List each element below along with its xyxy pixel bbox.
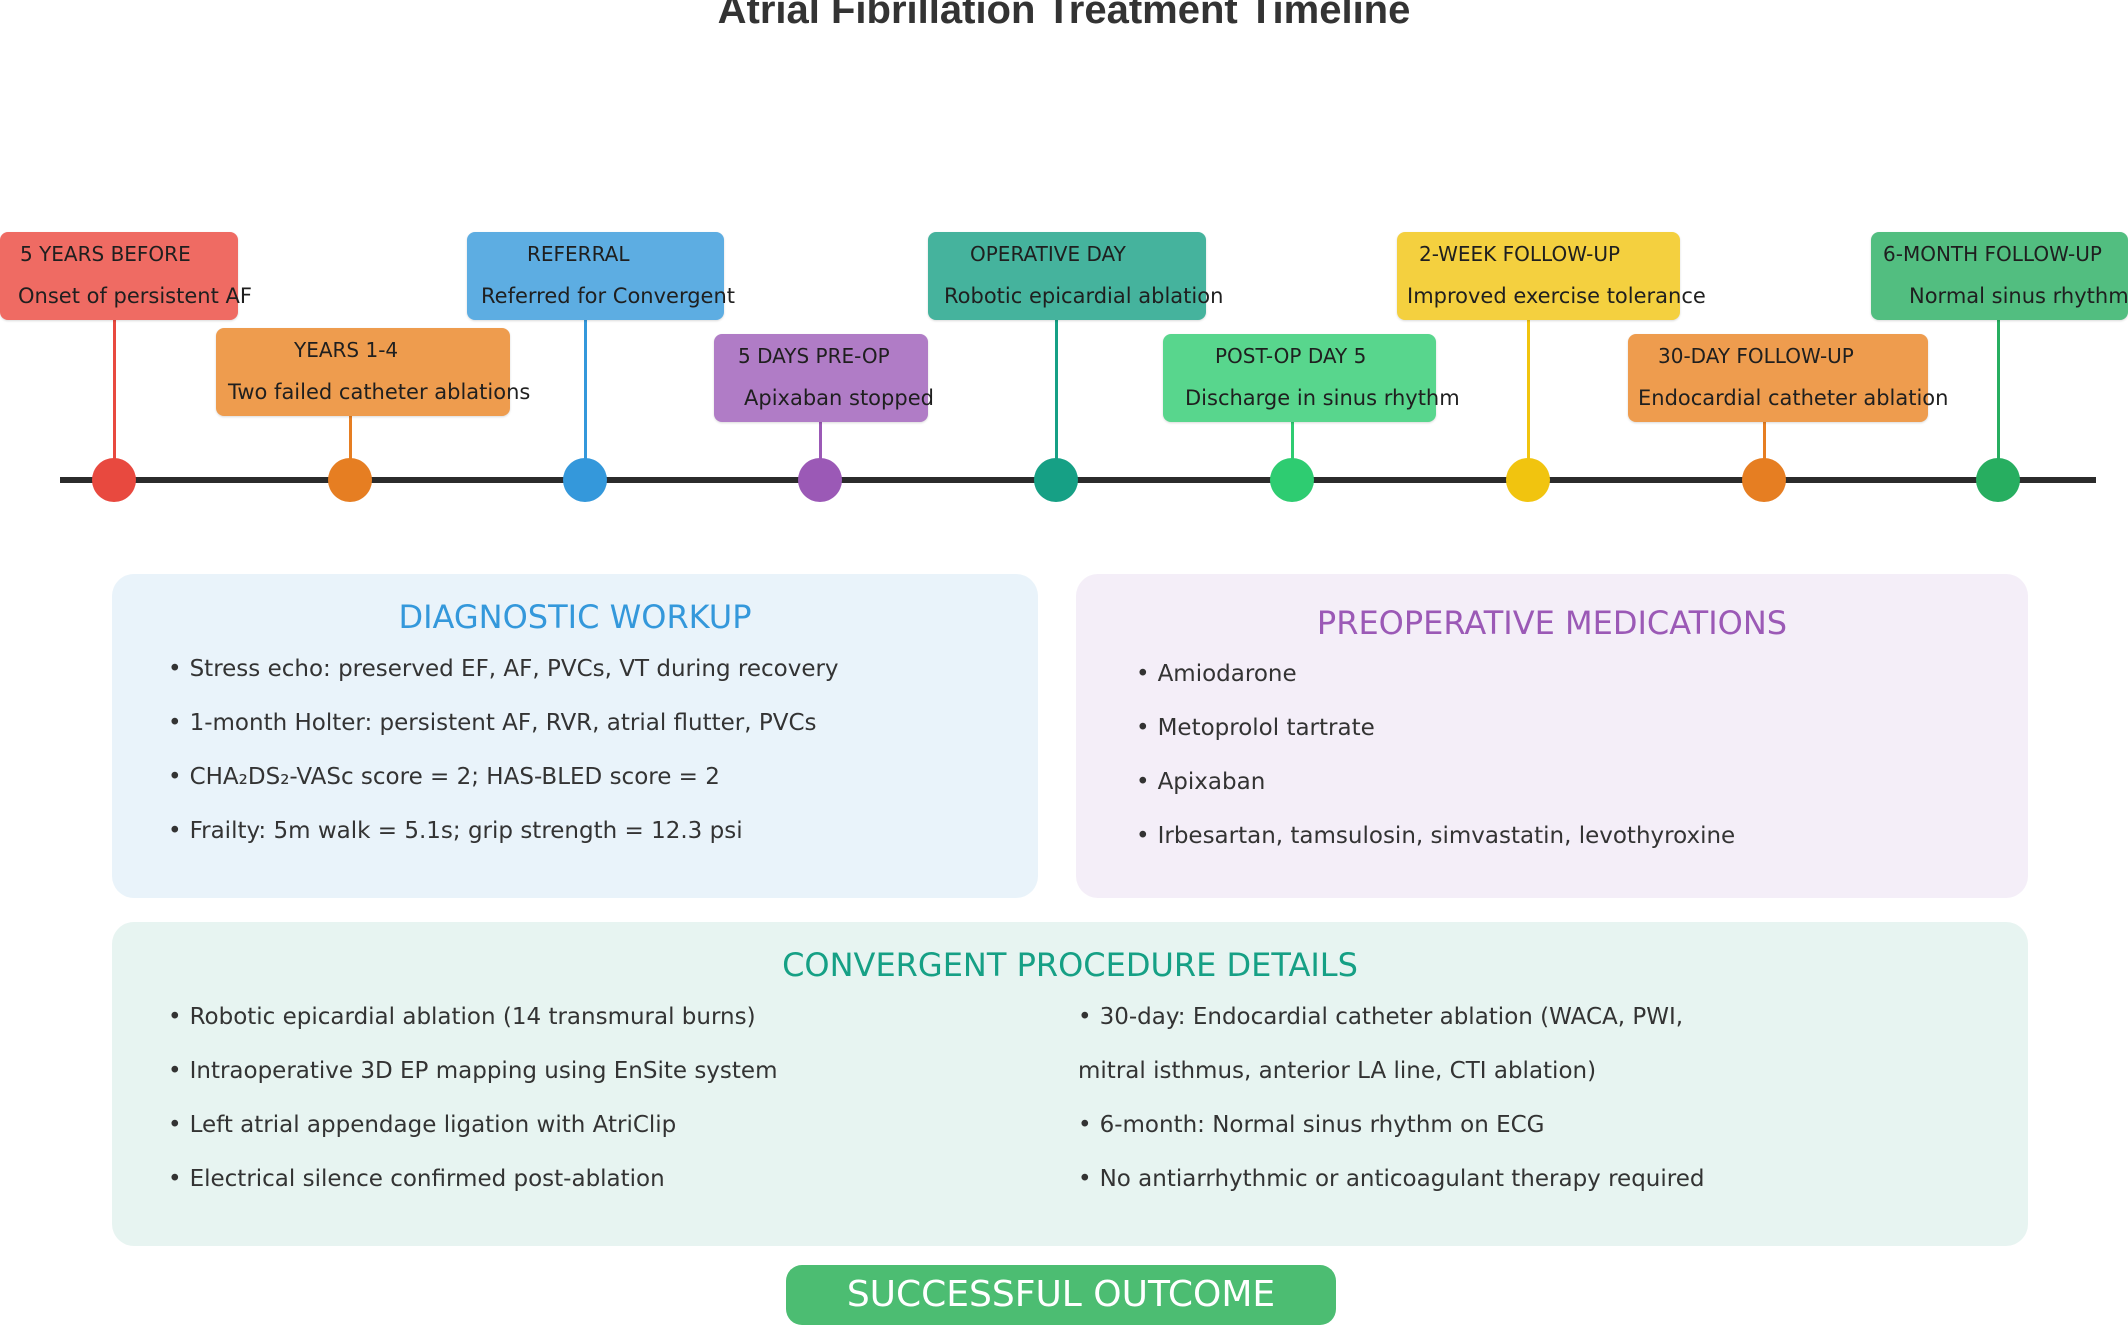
- list-item: •1-month Holter: persistent AF, RVR, atr…: [168, 710, 817, 736]
- procedure-right-list: •30-day: Endocardial catheter ablation (…: [1078, 1002, 1704, 1218]
- timeline-event-box: 5 DAYS PRE-OP Apixaban stopped: [714, 334, 934, 422]
- timeline-event-description: Discharge in sinus rhythm: [1185, 386, 1460, 410]
- bullet-icon: •: [1078, 1004, 1092, 1030]
- timeline-connector: [1054, 320, 1058, 480]
- diagram-title: Atrial Fibrillation Treatment Timeline: [717, 0, 1411, 32]
- bullet-icon: •: [168, 764, 182, 790]
- timeline-event-box: 30-DAY FOLLOW-UP Endocardial catheter abl…: [1628, 334, 1948, 422]
- timeline-event-description: Normal sinus rhythm: [1909, 284, 2128, 308]
- list-item: •Apixaban: [1136, 769, 1266, 795]
- list-item: •CHA₂DS₂-VASc score = 2; HAS-BLED score …: [168, 764, 720, 790]
- timeline-connector: [1762, 422, 1766, 480]
- timeline-event-label: OPERATIVE DAY: [970, 242, 1126, 266]
- timeline-connector: [1526, 320, 1530, 480]
- timeline-axis: [60, 477, 2096, 483]
- timeline-connector: [1996, 320, 2000, 480]
- bullet-icon: •: [1136, 661, 1150, 687]
- list-item: •No antiarrhythmic or anticoagulant ther…: [1078, 1166, 1705, 1192]
- convergent-procedure-title: CONVERGENT PROCEDURE DETAILS: [782, 946, 1358, 984]
- list-item: •Electrical silence confirmed post-ablat…: [168, 1166, 665, 1192]
- bullet-icon: •: [168, 710, 182, 736]
- timeline-event-label: 30-DAY FOLLOW-UP: [1658, 344, 1854, 368]
- procedure-left-list: •Robotic epicardial ablation (14 transmu…: [168, 1002, 777, 1218]
- list-item: •Robotic epicardial ablation (14 transmu…: [168, 1004, 756, 1030]
- timeline-event-description: Apixaban stopped: [744, 386, 934, 410]
- list-item: •6-month: Normal sinus rhythm on ECG: [1078, 1112, 1545, 1138]
- list-item: •Left atrial appendage ligation with Atr…: [168, 1112, 677, 1138]
- timeline-event-description: Two failed catheter ablations: [228, 380, 531, 404]
- bullet-icon: •: [168, 1058, 182, 1084]
- successful-outcome-badge: SUCCESSFUL OUTCOME: [786, 1265, 1336, 1325]
- diagnostic-workup-panel: DIAGNOSTIC WORKUP •Stress echo: preserve…: [112, 574, 1038, 898]
- timeline-event-box: POST-OP DAY 5 Discharge in sinus rhythm: [1163, 334, 1460, 422]
- timeline-event-description: Referred for Convergent: [481, 284, 736, 308]
- timeline-connector: [348, 416, 352, 480]
- list-item: •Irbesartan, tamsulosin, simvastatin, le…: [1136, 823, 1736, 849]
- bullet-icon: •: [1136, 769, 1150, 795]
- timeline-marker: [92, 458, 136, 502]
- timeline-event-description: Improved exercise tolerance: [1407, 284, 1706, 308]
- bullet-icon: •: [168, 656, 182, 682]
- timeline-connector: [583, 320, 587, 480]
- list-item: •Metoprolol tartrate: [1136, 715, 1375, 741]
- timeline-marker: [1506, 458, 1550, 502]
- list-item: mitral isthmus, anterior LA line, CTI ab…: [1078, 1058, 1597, 1084]
- bullet-icon: •: [168, 1004, 182, 1030]
- preoperative-medications-list: •Amiodarone •Metoprolol tartrate •Apixab…: [1136, 659, 1735, 875]
- bullet-icon: •: [1078, 1166, 1092, 1192]
- timeline-connector: [112, 320, 116, 480]
- timeline-marker: [1742, 458, 1786, 502]
- bullet-icon: •: [1136, 715, 1150, 741]
- list-item: •30-day: Endocardial catheter ablation (…: [1078, 1004, 1684, 1030]
- bullet-icon: •: [168, 1112, 182, 1138]
- timeline-event-box: 6-MONTH FOLLOW-UP Normal sinus rhythm: [1871, 232, 2128, 320]
- timeline-event-label: 5 YEARS BEFORE: [20, 242, 191, 266]
- timeline-marker: [798, 458, 842, 502]
- bullet-icon: •: [1136, 823, 1150, 849]
- preoperative-medications-panel: PREOPERATIVE MEDICATIONS •Amiodarone •Me…: [1076, 574, 2028, 898]
- timeline-event-label: YEARS 1-4: [294, 338, 399, 362]
- timeline-marker: [1034, 458, 1078, 502]
- list-item: •Stress echo: preserved EF, AF, PVCs, VT…: [168, 656, 839, 682]
- timeline-marker: [1270, 458, 1314, 502]
- list-item: •Amiodarone: [1136, 661, 1297, 687]
- bullet-icon: •: [168, 818, 182, 844]
- timeline-marker: [328, 458, 372, 502]
- timeline-marker: [563, 458, 607, 502]
- timeline-event-label: REFERRAL: [527, 242, 630, 266]
- preoperative-medications-title: PREOPERATIVE MEDICATIONS: [1316, 604, 1788, 642]
- timeline-event-box: REFERRAL Referred for Convergent: [467, 232, 735, 320]
- timeline-event-box: 5 YEARS BEFORE Onset of persistent AF: [0, 232, 252, 320]
- timeline-event-label: POST-OP DAY 5: [1215, 344, 1367, 368]
- list-item: •Frailty: 5m walk = 5.1s; grip strength …: [168, 818, 743, 844]
- timeline-event-label: 5 DAYS PRE-OP: [738, 344, 890, 368]
- convergent-procedure-panel: CONVERGENT PROCEDURE DETAILS •Robotic ep…: [112, 922, 2028, 1246]
- timeline-connector: [818, 422, 822, 480]
- bullet-icon: •: [168, 1166, 182, 1192]
- timeline-event-box: 2-WEEK FOLLOW-UP Improved exercise tolera…: [1397, 232, 1706, 320]
- timeline-event-description: Robotic epicardial ablation: [944, 284, 1224, 308]
- timeline-event-description: Onset of persistent AF: [18, 284, 252, 308]
- diagnostic-workup-list: •Stress echo: preserved EF, AF, PVCs, VT…: [168, 654, 839, 870]
- diagnostic-workup-title: DIAGNOSTIC WORKUP: [398, 598, 752, 636]
- bullet-icon: •: [1078, 1112, 1092, 1138]
- timeline-connector: [1290, 422, 1294, 480]
- timeline-event-box: OPERATIVE DAY Robotic epicardial ablation: [928, 232, 1223, 320]
- timeline-event-description: Endocardial catheter ablation: [1638, 386, 1949, 410]
- timeline-event-label: 2-WEEK FOLLOW-UP: [1419, 242, 1621, 266]
- timeline-event-label: 6-MONTH FOLLOW-UP: [1883, 242, 2102, 266]
- list-item: •Intraoperative 3D EP mapping using EnSi…: [168, 1058, 778, 1084]
- timeline-marker: [1976, 458, 2020, 502]
